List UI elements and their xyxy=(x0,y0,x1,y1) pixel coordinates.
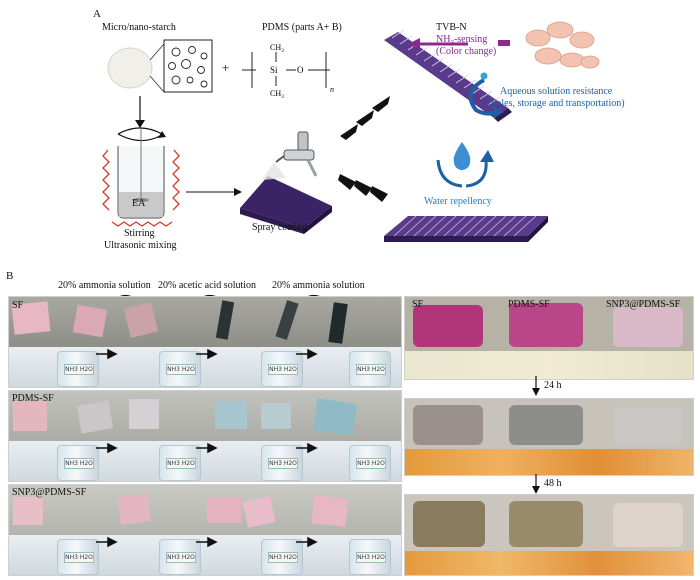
ultrasonic-label: Ultrasonic mixing xyxy=(104,240,177,251)
nano-starch-zoom-box xyxy=(163,39,213,93)
nh3-sensing-label: NH3-sensing xyxy=(436,34,488,47)
step-label-3: 20% ammonia solution xyxy=(272,280,365,291)
svg-text:Si: Si xyxy=(270,65,278,75)
chevrons-down xyxy=(338,174,388,202)
svg-text:CH3: CH3 xyxy=(270,43,284,54)
heat-bottom xyxy=(111,221,173,227)
pdms-film-5 xyxy=(261,403,291,429)
shrimp-pdms-film-48h xyxy=(509,501,583,547)
snp3-film-3 xyxy=(207,497,241,523)
panel-b-letter: B xyxy=(6,270,14,282)
sensing-film-ridges xyxy=(391,29,501,106)
spray-gun xyxy=(275,131,318,177)
time-arrow-48h xyxy=(532,474,540,494)
step-label-2: 20% acetic acid solution xyxy=(158,280,257,291)
heat-left xyxy=(102,149,110,211)
spray-coating-label: Spray coating xyxy=(252,222,308,233)
shrimp-pdms-film-0h xyxy=(509,303,583,347)
pdms-structure xyxy=(242,52,330,88)
shrimp-col-sf: SF xyxy=(412,299,424,310)
beaker xyxy=(117,128,165,219)
row-label-sf: SF xyxy=(12,300,24,311)
shrimp-row-24h xyxy=(404,398,694,476)
svg-text:CH3: CH3 xyxy=(270,89,284,100)
snp3-film-1 xyxy=(13,497,43,525)
panel-a-diagram: + CH3 Si O CH3 n xyxy=(102,21,600,242)
shrimp-image xyxy=(525,21,600,69)
water-drop-icon xyxy=(453,142,471,170)
sensing-film xyxy=(384,32,512,122)
panel-a-letter: A xyxy=(93,8,101,20)
pdms-film-3 xyxy=(129,399,159,429)
water-droplet-small-icon xyxy=(480,72,488,80)
photo-row-snp3-pdms-sf: NH3 H2O NH3 H2O NH3 H2O NH3 H2O xyxy=(8,484,402,576)
time-label-24h: 24 h xyxy=(544,380,562,391)
starch-particles xyxy=(168,46,208,88)
color-change-label: (Color change) xyxy=(436,46,497,57)
photo-row-pdms-sf: NH3 H2O NH3 H2O NH3 H2O NH3 H2O xyxy=(8,390,402,482)
water-repellency-label: Water repellency xyxy=(424,196,492,207)
shrimp-sf-film-0h xyxy=(413,305,483,347)
time-label-48h: 48 h xyxy=(544,478,562,489)
beaker-solvent-label: EA xyxy=(132,198,146,209)
row-label-snp3-pdms-sf: SNP3@PDMS-SF xyxy=(12,487,87,498)
row-transition-arrows xyxy=(96,348,318,548)
pdms-film-1 xyxy=(13,401,47,431)
shrimp-pdms-film-24h xyxy=(509,405,583,445)
plus-sign: + xyxy=(222,60,229,75)
shrimp-row-48h xyxy=(404,494,694,576)
pdms-label: PDMS (parts A+ B) xyxy=(262,22,342,33)
pdms-film-4 xyxy=(215,401,247,429)
spray-film xyxy=(240,176,332,234)
stirring-label: Stirring xyxy=(124,228,155,239)
aqueous-resistance-sublabel: (Sales, storage and transportation) xyxy=(488,98,625,109)
step-label-1: 20% ammonia solution xyxy=(58,280,151,291)
shrimp-row-0h xyxy=(404,296,694,380)
svg-text:n: n xyxy=(330,85,334,94)
starch-label: Micro/nano-starch xyxy=(102,22,176,33)
svg-text:O: O xyxy=(297,65,304,75)
chevrons-up xyxy=(340,96,390,140)
shrimp-snp3-film-48h xyxy=(613,503,683,547)
starch-powder xyxy=(107,47,153,89)
shrimp-col-pdms-sf: PDMS-SF xyxy=(508,299,550,310)
aqueous-resistance-label: Aqueous solution resistance xyxy=(500,86,613,97)
tvbn-label: TVB-N xyxy=(436,22,467,33)
shrimp-snp3-film-0h xyxy=(613,307,683,347)
shrimp-sf-film-24h xyxy=(413,405,483,445)
shrimp-col-snp3-pdms-sf: SNP3@PDMS-SF xyxy=(606,299,681,310)
row-label-pdms-sf: PDMS-SF xyxy=(12,393,54,404)
heat-right xyxy=(172,149,180,211)
time-arrow-24h xyxy=(532,376,540,396)
water-repellent-film xyxy=(384,216,548,242)
shrimp-sf-film-48h xyxy=(413,501,485,547)
shrimp-snp3-film-24h xyxy=(613,407,683,445)
